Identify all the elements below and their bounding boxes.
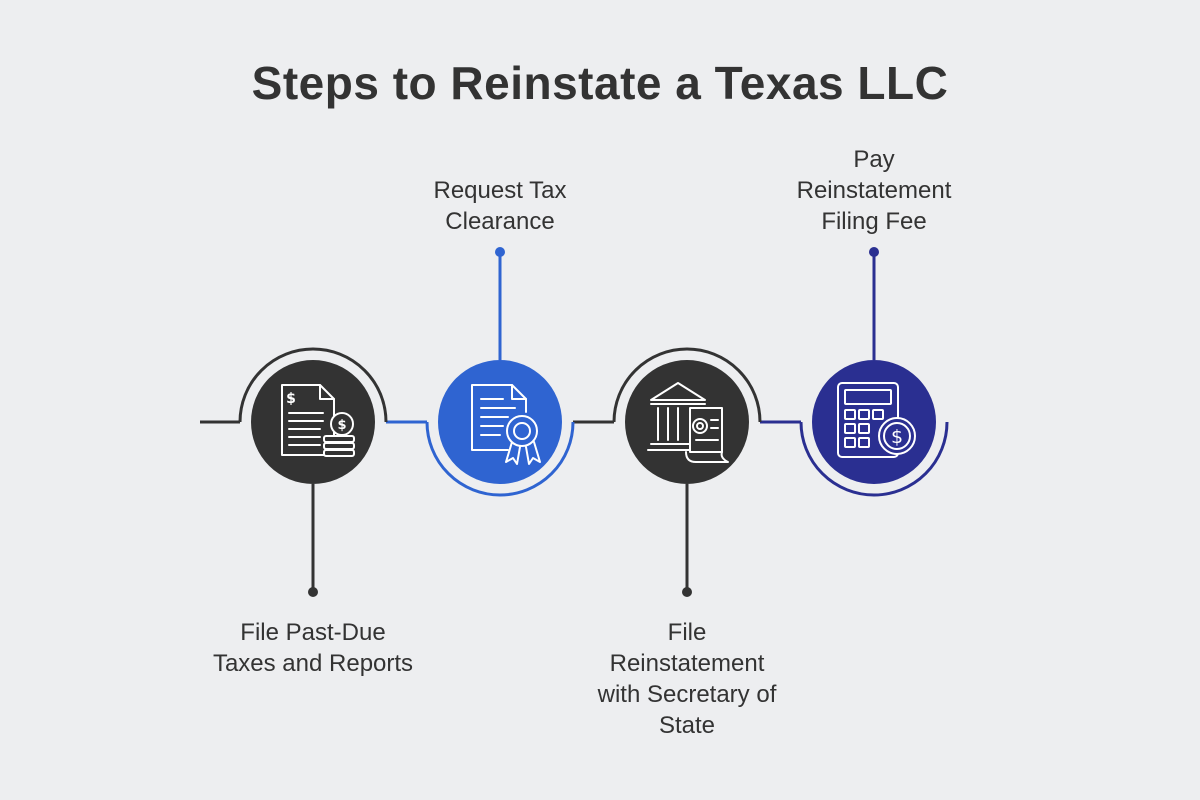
svg-text:$: $ (337, 418, 346, 433)
government-building-document-icon (647, 382, 729, 463)
calculator-dollar-icon: $ (837, 382, 916, 458)
page-title: Steps to Reinstate a Texas LLC (251, 57, 949, 109)
step-3-label: File Reinstatement with Secretary of Sta… (597, 619, 777, 739)
step-4-node: $ (799, 247, 949, 497)
step-3-node (612, 347, 762, 597)
step-2-label: Request Tax Clearance (433, 177, 567, 235)
tax-document-coins-icon: $ $ (281, 384, 355, 457)
step-1-label: File Past-Due Taxes and Reports (212, 619, 414, 677)
step-2-node (425, 247, 575, 497)
svg-text:$: $ (286, 391, 296, 407)
certificate-document-icon (471, 384, 541, 465)
step-4-label: Pay Reinstatement Filing Fee (796, 146, 952, 235)
svg-text:$: $ (891, 426, 903, 448)
step-1-node: $ $ (238, 347, 388, 597)
